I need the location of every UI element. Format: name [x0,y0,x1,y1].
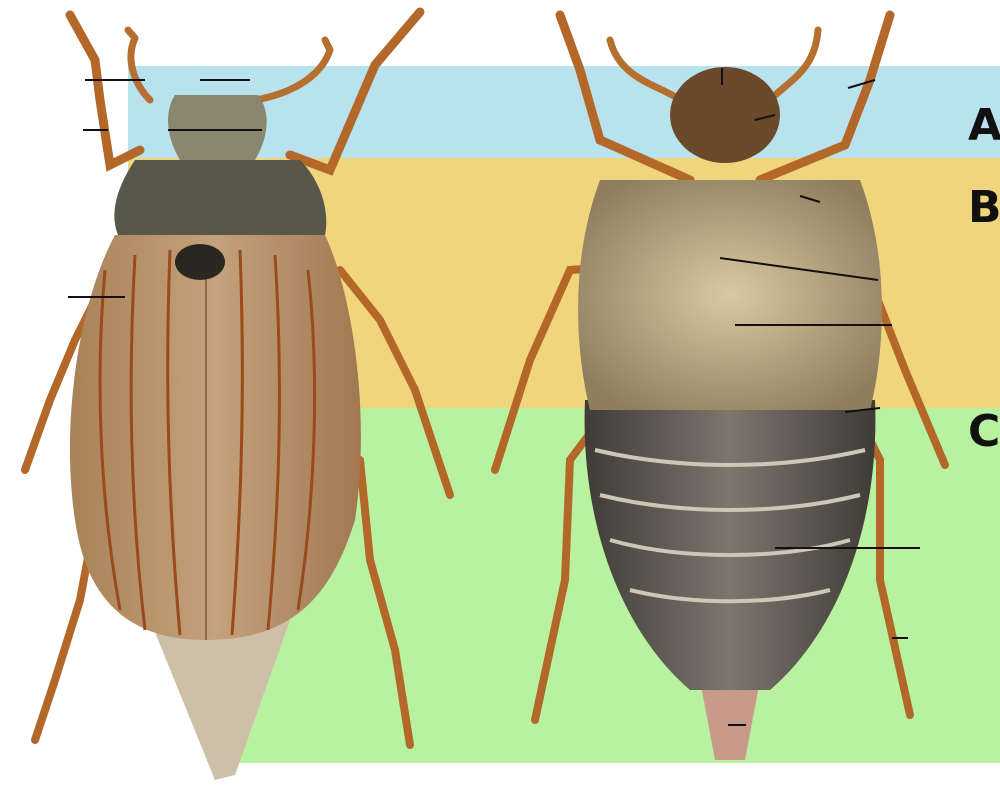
ventral-pygidium [700,680,760,760]
band-label-b: B [968,186,1000,230]
dorsal-antenna-left [128,30,150,100]
band-label-c: C [968,410,1000,454]
dorsal-hind-leg-right [360,460,410,745]
dorsal-antenna-right [255,40,330,100]
dorsal-scutellum [175,244,225,280]
ventral-head [670,67,780,163]
dorsal-front-leg-left [70,15,140,165]
ventral-beetle [495,15,945,760]
dorsal-front-leg-right [290,12,420,170]
band-label-a: A [968,104,1000,148]
dorsal-beetle [25,12,450,780]
dorsal-pygidium [150,620,290,780]
ventral-thorax [578,180,882,410]
ventral-front-leg-right [760,15,890,180]
dorsal-head [168,95,267,160]
ventral-antenna-right [770,30,818,100]
ventral-antenna-left [610,40,680,100]
dorsal-pronotum [114,160,326,235]
